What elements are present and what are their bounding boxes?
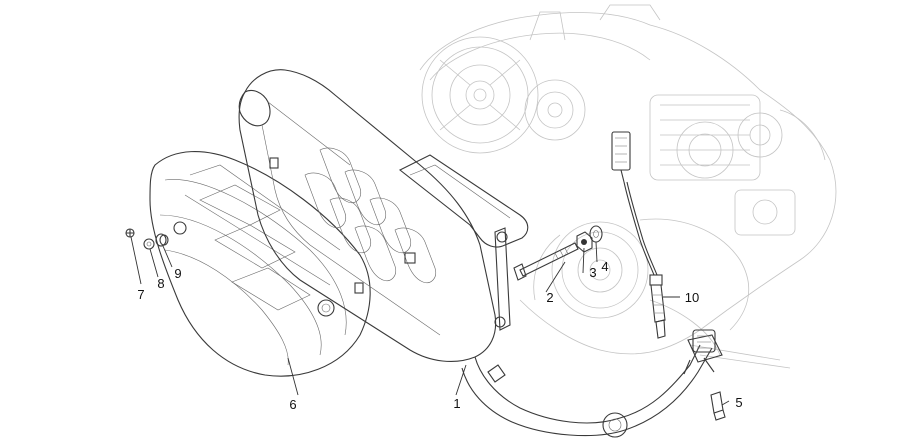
- leader-lines: [130, 236, 730, 406]
- engine-flywheel: [421, 36, 539, 154]
- mounting-bolt: [513, 242, 579, 281]
- callout-1: 1: [453, 396, 460, 411]
- nut: [576, 231, 593, 253]
- heat-shield: [149, 151, 371, 377]
- exhaust-flange: [683, 329, 723, 375]
- lambda-sensor: [611, 131, 666, 339]
- callout-labels: 1 2 3 4 5 6 7 8 9 10: [137, 259, 742, 412]
- exhaust-muffler: [238, 69, 723, 438]
- spacer-bushing: [155, 233, 169, 247]
- callout-2: 2: [546, 290, 553, 305]
- callout-8: 8: [157, 276, 164, 291]
- engine-pulley: [524, 79, 586, 141]
- callout-5: 5: [735, 395, 742, 410]
- engine-cylinder-head: [649, 94, 826, 236]
- callout-3: 3: [589, 265, 596, 280]
- callout-6: 6: [289, 397, 296, 412]
- engine-crankcase: [529, 4, 791, 369]
- small-washer: [143, 238, 155, 250]
- callout-10: 10: [685, 290, 699, 305]
- screw: [125, 228, 135, 238]
- engine-block: [419, 4, 837, 369]
- washer: [589, 225, 603, 243]
- callout-7: 7: [137, 287, 144, 302]
- retaining-clip: [710, 391, 726, 421]
- callout-9: 9: [174, 266, 181, 281]
- callout-4: 4: [601, 259, 608, 274]
